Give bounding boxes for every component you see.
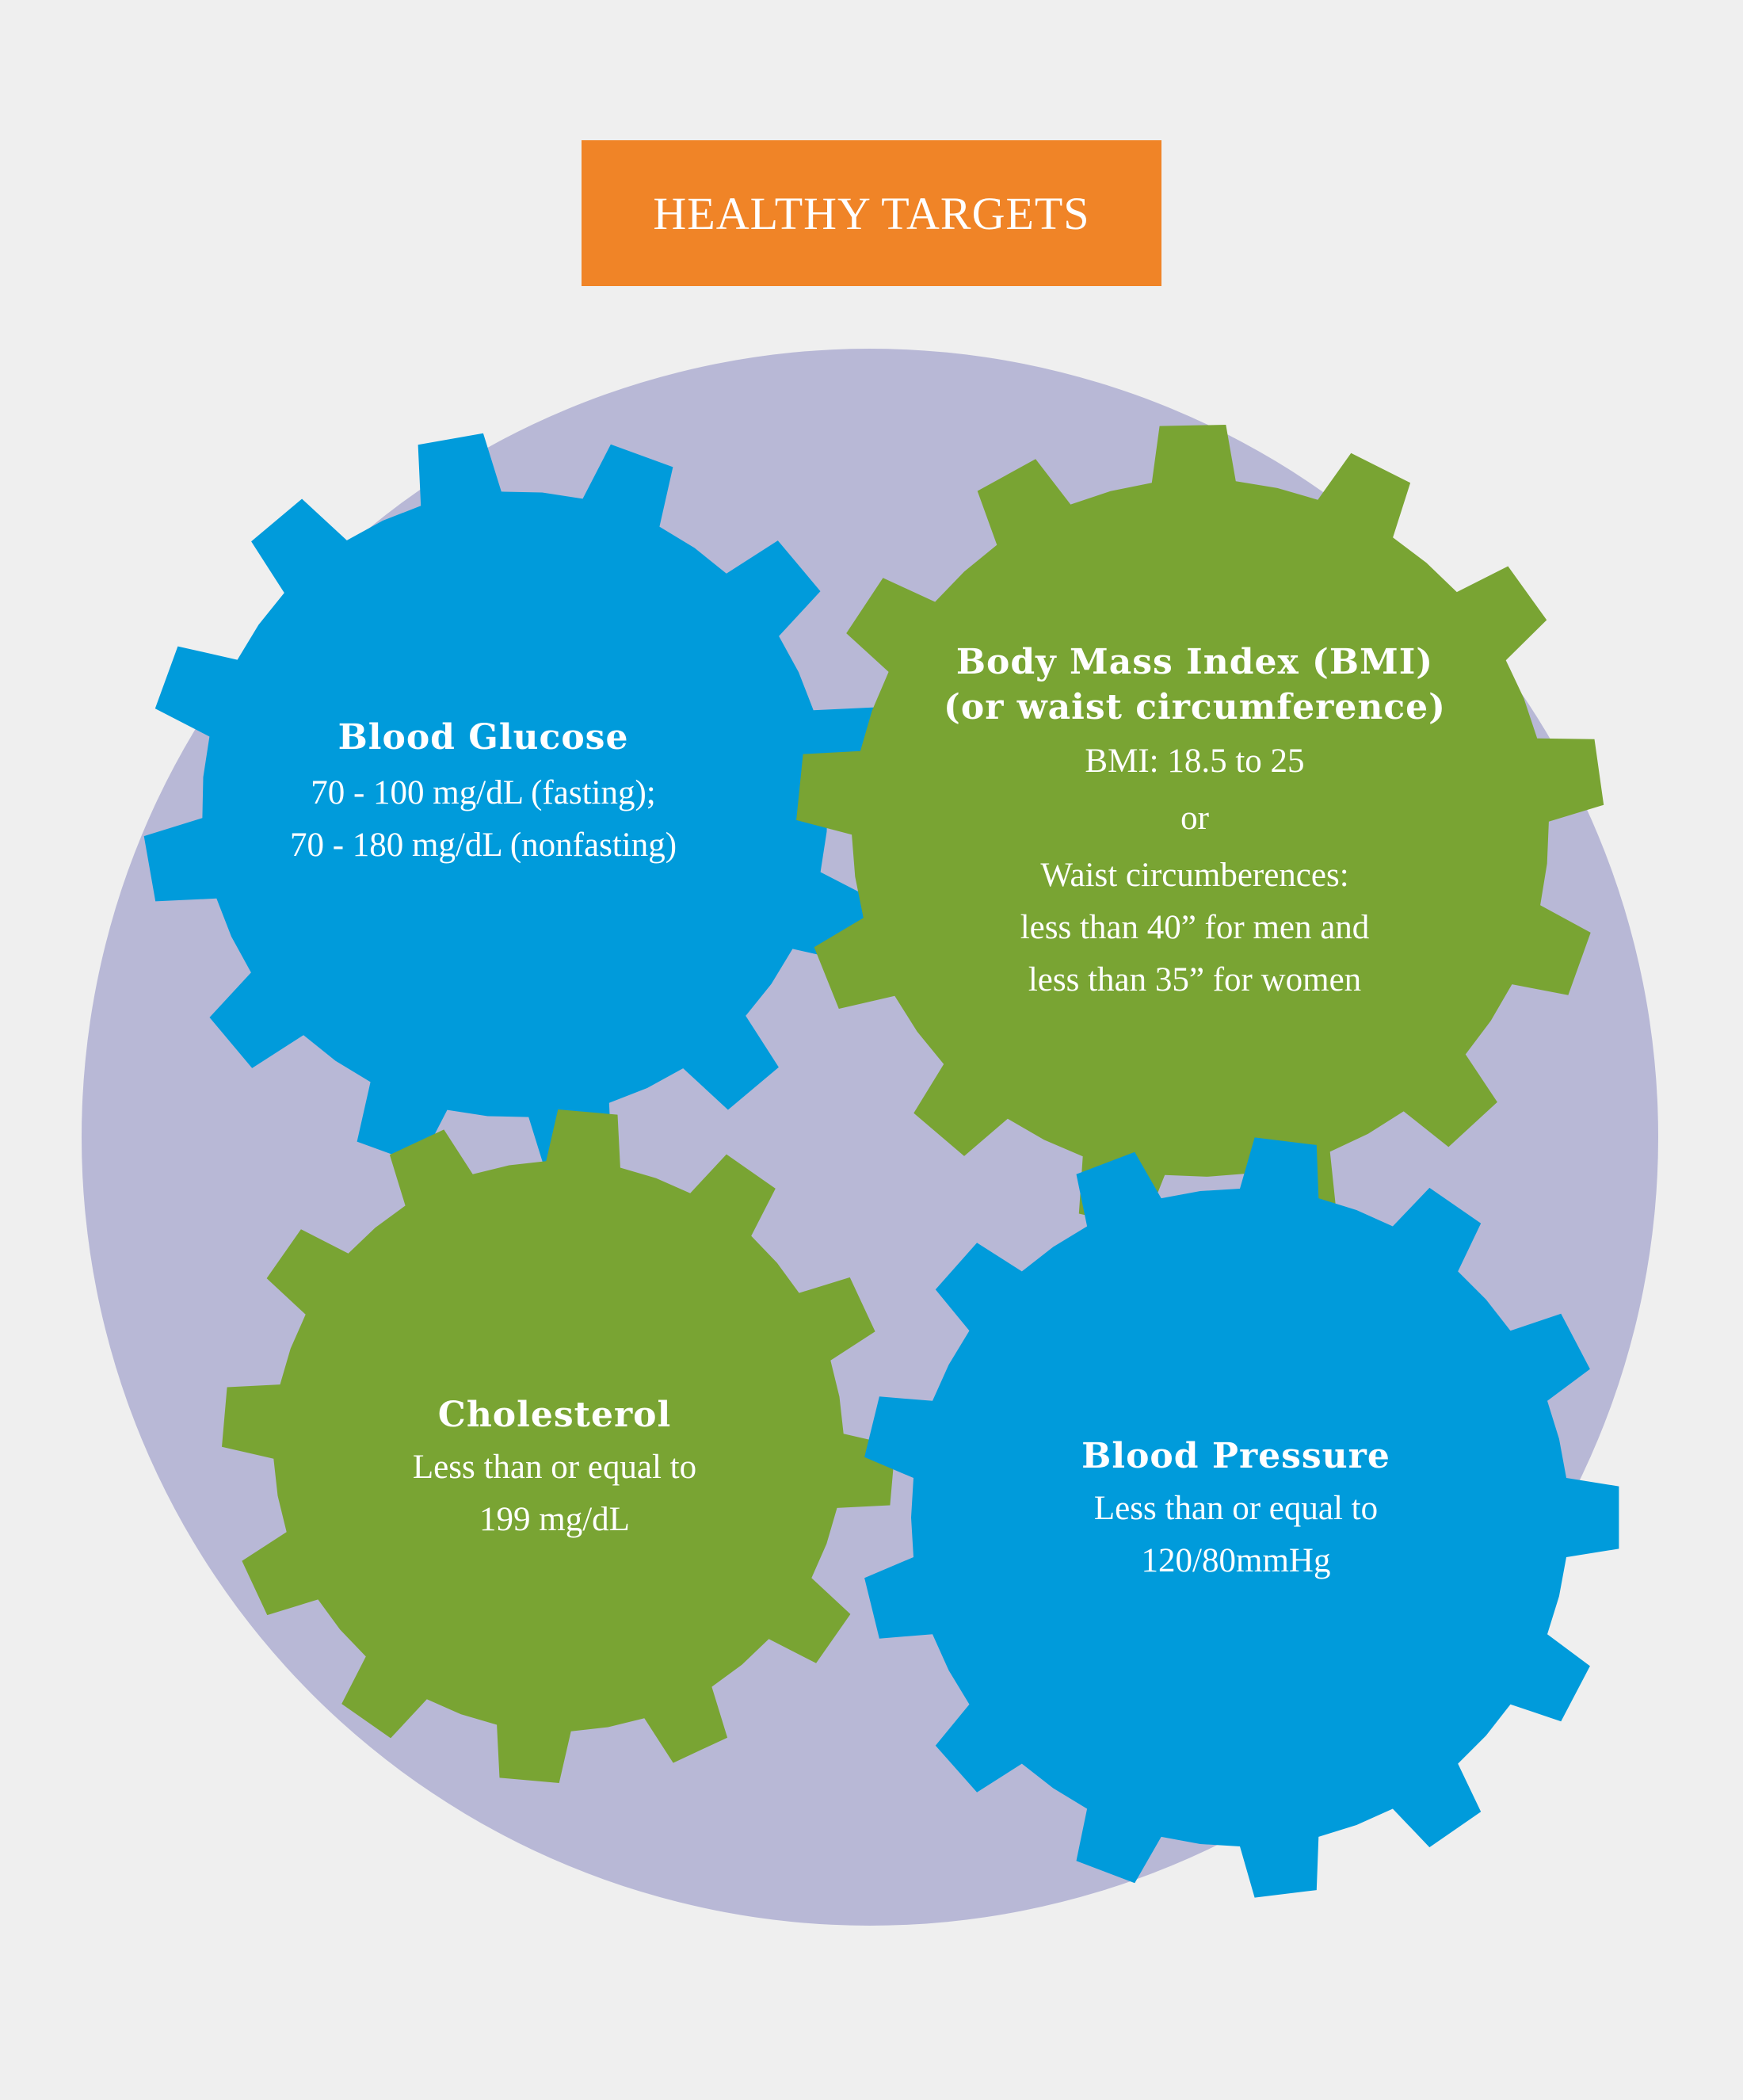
blood-pressure-text: Blood Pressure Less than or equal to 120…: [1081, 1436, 1390, 1587]
cholesterol-text: Cholesterol Less than or equal to 199 mg…: [413, 1395, 696, 1546]
cholesterol-limit-value: 199 mg/dL: [479, 1501, 630, 1539]
cholesterol-limit-label: Less than or equal to: [412, 1448, 697, 1486]
blood-pressure-gear: [864, 1137, 1619, 1898]
banner-title: HEALTHY TARGETS: [653, 187, 1090, 239]
bmi-range: BMI: 18.5 to 25: [1085, 742, 1305, 780]
bmi-or: or: [1180, 799, 1209, 837]
bmi-gear: [796, 425, 1604, 1228]
waist-men: less than 40” for men and: [1020, 909, 1370, 947]
blood-pressure-title: Blood Pressure: [1081, 1436, 1390, 1476]
waist-women: less than 35” for women: [1028, 961, 1362, 999]
bmi-subtitle: (or waist circumference): [944, 686, 1446, 727]
cholesterol-title: Cholesterol: [437, 1395, 672, 1435]
blood-glucose-gear: [143, 433, 887, 1176]
blood-glucose-nonfasting: 70 - 180 mg/dL (nonfasting): [289, 827, 677, 865]
blood-glucose-text: Blood Glucose 70 - 100 mg/dL (fasting); …: [290, 717, 677, 872]
blood-glucose-fasting: 70 - 100 mg/dL (fasting);: [311, 773, 656, 811]
blood-glucose-title: Blood Glucose: [338, 717, 629, 758]
bmi-text: Body Mass Index (BMI) (or waist circumfe…: [944, 642, 1446, 1007]
healthy-targets-banner: HEALTHY TARGETS: [582, 140, 1161, 286]
blood-pressure-limit-value: 120/80mmHg: [1141, 1542, 1331, 1580]
cholesterol-gear: [222, 1109, 895, 1783]
waist-heading: Waist circumberences:: [1040, 857, 1349, 895]
blood-pressure-limit-label: Less than or equal to: [1093, 1489, 1379, 1527]
bmi-title: Body Mass Index (BMI): [955, 642, 1434, 682]
